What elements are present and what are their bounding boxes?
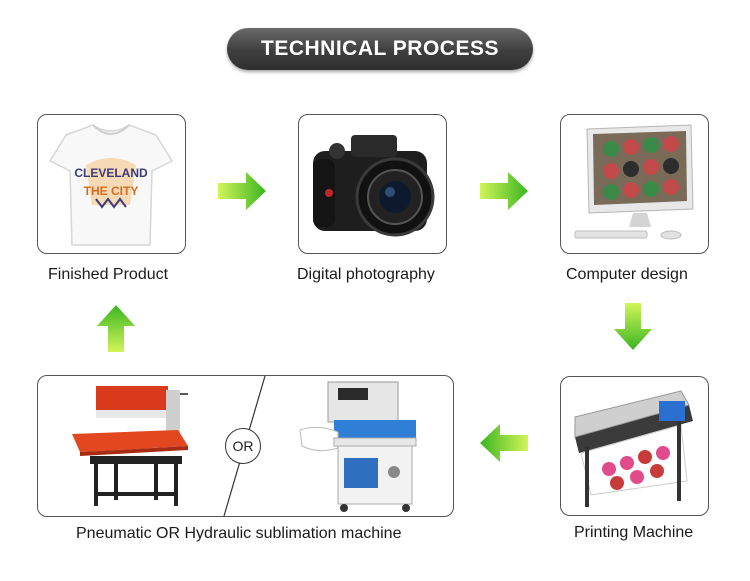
digital-photography-box bbox=[298, 114, 447, 254]
arrow-up-icon bbox=[97, 305, 135, 352]
finished-product-label: Finished Product bbox=[48, 266, 169, 283]
computer-design-label: Computer design bbox=[566, 266, 688, 283]
sublimation-machine-box bbox=[37, 375, 454, 517]
page-title: TECHNICAL PROCESS bbox=[227, 28, 533, 70]
tshirt-print-line1: CLEVELAND bbox=[74, 166, 148, 180]
sublimation-machine-label: Pneumatic OR Hydraulic sublimation machi… bbox=[76, 525, 402, 542]
page-title-text: TECHNICAL PROCESS bbox=[261, 37, 499, 60]
arrow-down-icon bbox=[614, 303, 652, 350]
or-text: OR bbox=[232, 438, 254, 454]
camera-image bbox=[313, 135, 435, 237]
computer-design-box bbox=[560, 114, 709, 254]
tshirt-image: CLEVELAND THE CITY bbox=[48, 124, 174, 246]
arrow-left-icon bbox=[480, 424, 528, 462]
arrow-right-icon bbox=[218, 172, 266, 210]
arrow-right-icon bbox=[480, 172, 528, 210]
printing-machine-label: Printing Machine bbox=[574, 524, 694, 541]
tshirt-print-line2: THE CITY bbox=[84, 184, 139, 198]
finished-product-box: CLEVELAND THE CITY bbox=[37, 114, 186, 254]
printing-machine-box bbox=[560, 376, 709, 516]
computer-image bbox=[574, 124, 694, 240]
digital-photography-label: Digital photography bbox=[297, 266, 435, 283]
sublimation-machines-image bbox=[72, 376, 417, 516]
or-badge: OR bbox=[225, 428, 261, 464]
printer-image bbox=[574, 390, 693, 507]
